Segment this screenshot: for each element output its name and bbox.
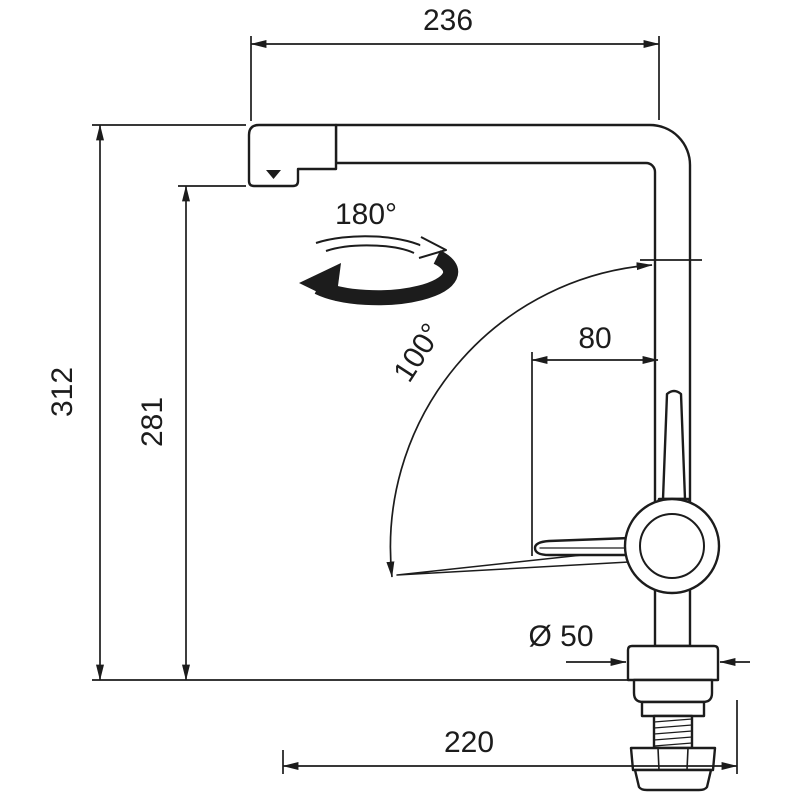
dimension-lines — [92, 36, 750, 774]
spout-and-riser — [334, 123, 692, 648]
faucet-body — [247, 123, 721, 792]
lever-handle — [533, 536, 632, 557]
mounting-nut-lower — [633, 768, 713, 792]
pullout-spray-head — [247, 123, 338, 188]
handle-stem — [661, 389, 687, 501]
base-cylinder — [626, 644, 720, 682]
swivel-back-arc-inner — [325, 244, 415, 254]
thread-hatching — [653, 718, 693, 747]
label-depth-220: 220 — [444, 726, 494, 759]
dimension-labels: 236 312 281 180° 100° 80 Ø 50 220 — [46, 4, 612, 759]
swivel-solid-arrowhead-icon — [299, 263, 341, 301]
label-height-312: 312 — [46, 367, 79, 417]
label-width-236: 236 — [423, 4, 473, 37]
arc-line-100 — [386, 262, 653, 578]
swivel-rotation-symbol — [299, 235, 459, 306]
swivel-open-arrowhead-icon — [418, 236, 447, 259]
swivel-back-arc-outer — [315, 235, 429, 250]
mounting-washer — [640, 700, 706, 718]
label-height-281: 281 — [136, 397, 169, 447]
label-angle-100: 100° — [387, 318, 448, 388]
mounting-flange — [632, 678, 714, 704]
label-swivel-180: 180° — [335, 198, 397, 231]
spray-head-detail-icon — [266, 170, 281, 179]
label-diameter-50: Ø 50 — [528, 620, 593, 653]
label-reach-80: 80 — [578, 322, 611, 355]
